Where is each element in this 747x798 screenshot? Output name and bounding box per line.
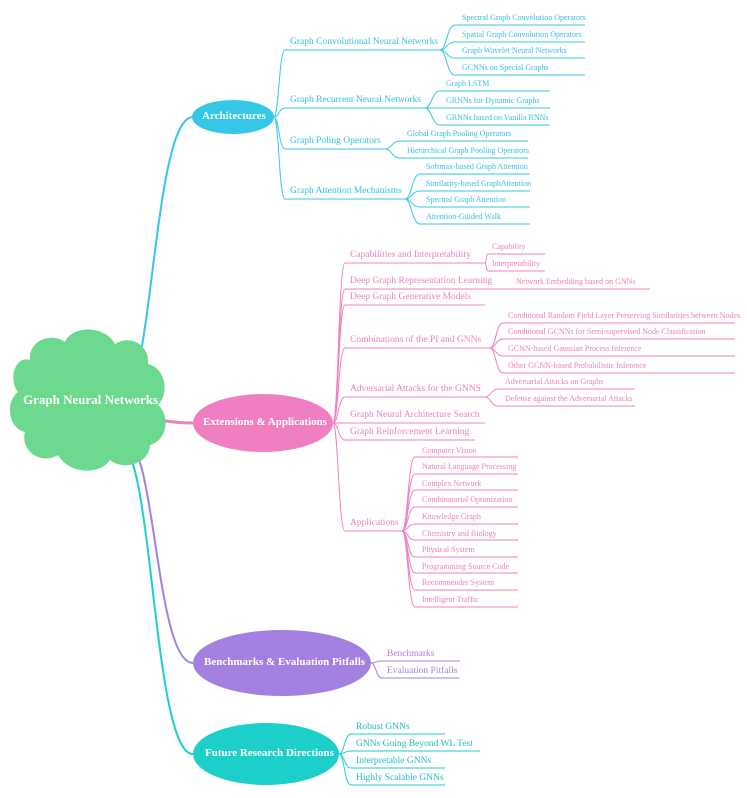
ext-application-item[interactable]: Recommender System <box>422 578 495 587</box>
ext-pi-item[interactable]: Conditional GCNNs for Semi-supervised No… <box>508 327 706 336</box>
ext-item-line <box>489 322 504 349</box>
benchmarks-node-label[interactable]: Benchmarks & Evaluation Pitfalls <box>204 656 366 668</box>
bench-item-line <box>370 660 383 664</box>
ext-item-line <box>489 347 504 374</box>
arch-item-line <box>424 107 441 126</box>
arch-attention-item[interactable]: Softmax-based Graph Attention <box>426 162 528 171</box>
arch-gcnn-item[interactable]: Graph Wavelet Neural Networks <box>462 46 567 55</box>
arch-branch-line <box>273 116 286 200</box>
ext-item-line <box>401 473 416 532</box>
arch-branch-line <box>273 107 286 118</box>
arch-gcnn-label[interactable]: Graph Convolutional Neural Networks <box>290 37 439 47</box>
arch-item-line <box>424 90 441 109</box>
ext-application-item[interactable]: Computer Vision <box>422 446 477 455</box>
arch-item-line <box>404 198 421 225</box>
arch-item-line <box>384 140 401 150</box>
ext-item-line <box>484 253 489 264</box>
arch-gcnn-item[interactable]: GCNNs on Special Graphs <box>462 63 549 72</box>
arch-attention-item[interactable]: Attention-Guided Walk <box>426 212 501 221</box>
arch-attention-item[interactable]: Similarity-based GraphAttention <box>426 179 532 188</box>
ext-item-line <box>401 456 416 532</box>
ext-adversarial-label[interactable]: Adversarial Attacks for the GNNS <box>350 384 481 394</box>
ext-branch-line <box>332 396 346 424</box>
root-to-future-line <box>119 444 194 755</box>
future-node-label[interactable]: Future Research Directions <box>205 747 334 759</box>
ext-pi-label[interactable]: Combinations of the PI and GNNs <box>350 335 482 345</box>
future-item-line <box>338 753 352 786</box>
arch-pooling-item[interactable]: Global Graph Pooling Operators <box>407 129 512 138</box>
architectures-node-shape <box>192 100 274 134</box>
ext-branch-line <box>332 422 346 532</box>
arch-pooling-label[interactable]: Graph Poling Operators <box>290 136 381 146</box>
bench-item-line <box>370 662 383 679</box>
ext-application-item[interactable]: Chemistry and Biology <box>422 529 497 538</box>
future-node-shape <box>193 723 339 785</box>
ext-application-item[interactable]: Programming Source Code <box>422 562 510 571</box>
ext-pi-item[interactable]: GCNN-based Gaussian Process Inference <box>508 344 642 353</box>
ext-application-item[interactable]: Knowledge Graph <box>422 512 481 521</box>
arch-item-line <box>384 148 401 159</box>
ext-branch-line <box>332 422 346 441</box>
architectures-node-label[interactable]: Architectures <box>202 110 266 122</box>
arch-grnn-item[interactable]: GRNNs based on Vanilla RNNs <box>446 113 549 122</box>
ext-representation-label[interactable]: Deep Graph Representation Learning <box>350 276 493 286</box>
extensions-node-shape <box>193 394 333 452</box>
ext-application-item[interactable]: Physical System <box>422 545 475 554</box>
ext-applications-label[interactable]: Applications <box>350 518 399 528</box>
future-item[interactable]: Robust GNNs <box>356 722 410 732</box>
ext-capabilities-item[interactable]: Interpretability <box>492 259 540 268</box>
bench-item[interactable]: Benchmarks <box>387 649 435 659</box>
arch-item-line <box>439 24 456 51</box>
ext-capabilities-label[interactable]: Capabilities and Interpretability <box>350 250 471 260</box>
arch-grnn-item[interactable]: GRNNs for Dynamic Graphs <box>446 96 540 105</box>
root-cloud-shape <box>9 329 166 471</box>
ext-pi-item[interactable]: Other GCNN-based Probabilistic Inference <box>508 361 647 370</box>
ext-representation-item[interactable]: Network Embedding based on GNNs <box>516 277 636 286</box>
ext-nas-label[interactable]: Graph Neural Architecture Search <box>350 410 480 420</box>
arch-branch-line <box>273 49 286 118</box>
ext-rl-label[interactable]: Graph Reinforcement Learning <box>350 427 470 437</box>
arch-pooling-item[interactable]: Hierarchical Graph Pooling Operators <box>407 146 529 155</box>
ext-item-line <box>401 530 416 608</box>
ext-capabilities-item[interactable]: Capability <box>492 242 526 251</box>
ext-adversarial-item[interactable]: Defense against the Adversarial Attacks <box>505 394 633 403</box>
ext-generative-label[interactable]: Deep Graph Generative Models <box>350 292 472 302</box>
ext-item-line <box>484 396 499 407</box>
ext-adversarial-item[interactable]: Adversarial Attacks on Graphs <box>505 377 604 386</box>
arch-grnn-item[interactable]: Graph LSTM <box>446 79 490 88</box>
arch-item-line <box>404 173 421 200</box>
root-node-label[interactable]: Graph Neural Networks <box>23 392 159 407</box>
bench-item[interactable]: Evaluation Pitfalls <box>387 666 458 676</box>
arch-grnn-label[interactable]: Graph Recurrent Neural Networks <box>290 95 422 105</box>
ext-application-item[interactable]: Intelligent Traffic <box>422 595 479 604</box>
arch-attention-label[interactable]: Graph Attention Mechanisms <box>290 186 402 196</box>
ext-application-item[interactable]: Natural Language Processing <box>422 462 517 471</box>
arch-gcnn-item[interactable]: Spatial Graph Convolution Operators <box>462 30 582 39</box>
arch-gcnn-item[interactable]: Spectral Graph Convolution Operators <box>462 13 586 22</box>
ext-pi-item[interactable]: Conditional Random Field Layer Preservin… <box>508 311 741 320</box>
ext-branch-line <box>332 347 346 424</box>
benchmarks-node-shape <box>193 630 371 696</box>
future-item[interactable]: Highly Scalable GNNs <box>356 773 444 783</box>
ext-item-line <box>484 388 499 398</box>
ext-item-line <box>484 262 489 272</box>
future-item[interactable]: Interpretable GNNs <box>356 756 432 766</box>
future-item[interactable]: GNNs Going Beyond WL Test <box>356 739 473 749</box>
extensions-node-label[interactable]: Extensions & Applications <box>203 416 328 428</box>
ext-application-item[interactable]: Combinatorial Optimization <box>422 495 513 504</box>
arch-item-line <box>439 49 456 76</box>
arch-attention-item[interactable]: Spectral Graph Attention <box>426 195 506 204</box>
ext-application-item[interactable]: Complex Network <box>422 479 482 488</box>
